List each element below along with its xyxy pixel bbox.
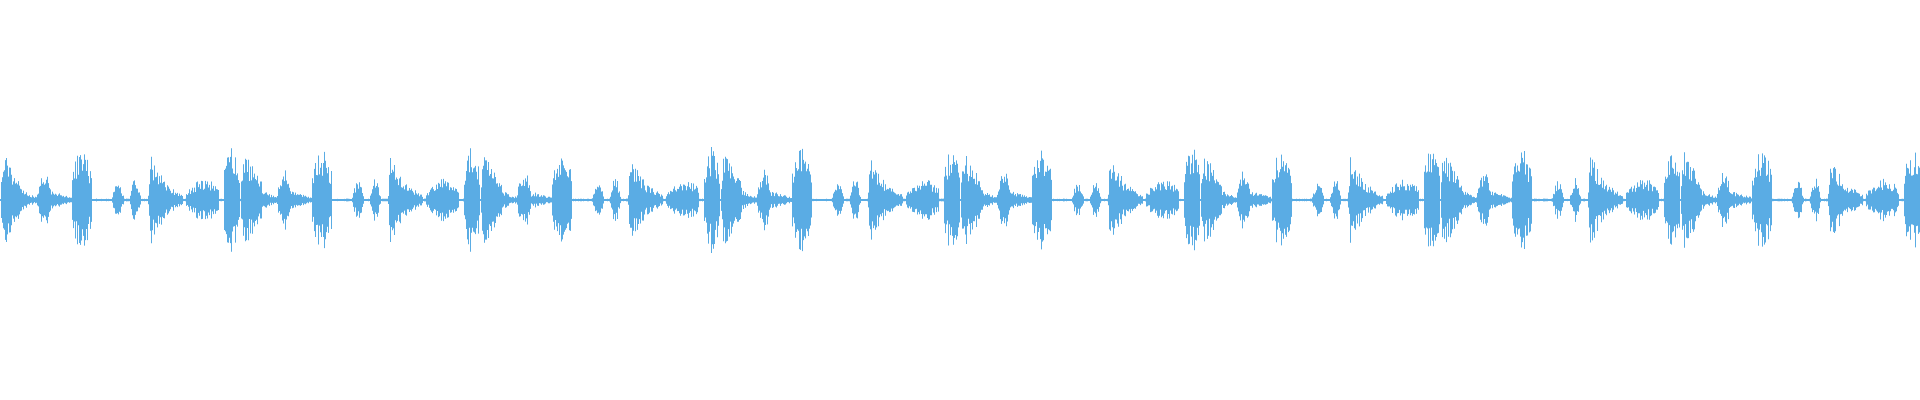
waveform-samples [0, 147, 1920, 253]
waveform-bars [0, 147, 1920, 253]
